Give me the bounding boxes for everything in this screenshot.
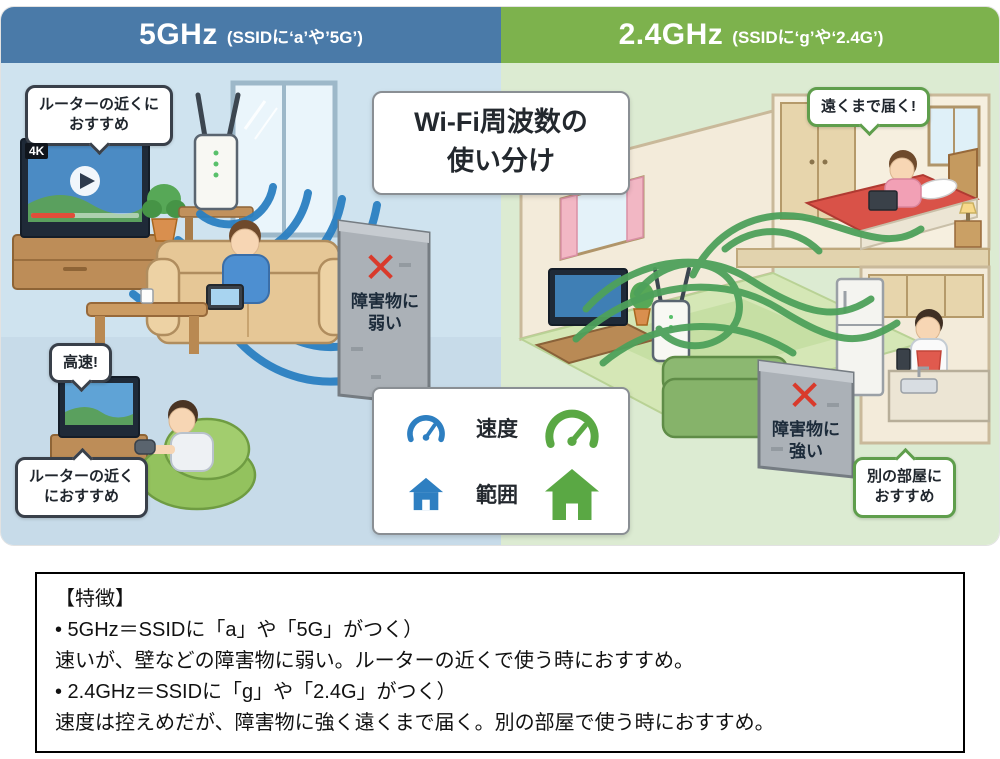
features-line-1: • 5GHz＝SSIDに「a」や「5G」がつく） (55, 619, 424, 641)
range-house-icon-5ghz (408, 477, 444, 511)
header-24ghz: 2.4GHz (SSIDに‘g’や‘2.4G’) (501, 7, 999, 63)
range-label: 範囲 (476, 484, 518, 507)
comparison-box: 速度 範囲 (372, 387, 630, 535)
bubble-recommend-near-router-top: ルーターの近くに おすすめ (25, 85, 174, 146)
kid-on-beanbag-5ghz (134, 400, 257, 511)
tv-4k-badge: 4K (25, 143, 49, 159)
infographic-illustration: 5GHz (SSIDに‘a’や’5G’) 2.4GHz (SSIDに‘g’や‘2… (0, 6, 1000, 546)
header-5ghz: 5GHz (SSIDに‘a’や’5G’) (1, 7, 501, 63)
blocked-icon-24ghz: ✕ (787, 372, 823, 419)
bubble-recommend-near-router-bottom: ルーターの近く におすすめ (15, 457, 149, 518)
main-title-line2: 使い分け (447, 146, 555, 177)
woman-in-bed-24ghz (868, 150, 922, 211)
speed-gauge-icon-24ghz (545, 409, 599, 448)
coffee-table-5ghz (86, 288, 208, 354)
scene-illustration (1, 80, 991, 545)
speed-label: 速度 (476, 418, 518, 441)
person-on-sofa-5ghz (206, 220, 270, 310)
bubble-reaches-far: 遠くまで届く! (807, 87, 930, 128)
header-24ghz-title: 2.4GHz (618, 18, 724, 51)
main-title-line1: Wi-Fi周波数の (414, 107, 588, 137)
bubble-fast: 高速! (49, 343, 112, 384)
features-line-3: • 2.4GHz＝SSIDに「g」や「2.4G」がつく） (55, 681, 457, 703)
header-5ghz-title: 5GHz (139, 18, 218, 51)
kitchen-counter-24ghz (887, 366, 991, 423)
range-house-icon-24ghz (545, 468, 599, 520)
header-5ghz-subtitle: (SSIDに‘a’や’5G’) (226, 27, 363, 47)
features-line-2: 速いが、壁などの障害物に弱い。ルーターの近くで使う時におすすめ。 (55, 650, 694, 672)
header-24ghz-subtitle: (SSIDに‘g’や‘2.4G’) (732, 27, 884, 47)
speed-row: 速度 (388, 395, 614, 461)
features-heading: 【特徴】 (55, 588, 135, 610)
wall-label-24ghz: 障害物に 強い (772, 420, 840, 462)
main-title-box: Wi-Fi周波数の 使い分け (372, 91, 630, 196)
speed-gauge-icon-5ghz (407, 415, 445, 443)
concrete-wall-24ghz (757, 359, 855, 479)
router-5ghz (193, 92, 241, 211)
range-row: 範囲 (388, 461, 614, 527)
plant-5ghz (142, 184, 186, 242)
bubble-recommend-other-room: 別の部屋に おすすめ (853, 457, 957, 518)
features-box: 【特徴】 • 5GHz＝SSIDに「a」や「5G」がつく） 速いが、壁などの障害… (35, 572, 965, 753)
game-tv-5ghz (50, 376, 148, 464)
features-line-4: 速度は控えめだが、障害物に強く遠くまで届く。別の部屋で使う時におすすめ。 (55, 712, 775, 734)
wall-label-5ghz: 障害物に 弱い (351, 292, 419, 334)
nightstand-lamp-24ghz (954, 202, 982, 248)
blocked-icon-5ghz: ✕ (363, 244, 399, 291)
wifi-waves-24ghz (572, 212, 925, 367)
